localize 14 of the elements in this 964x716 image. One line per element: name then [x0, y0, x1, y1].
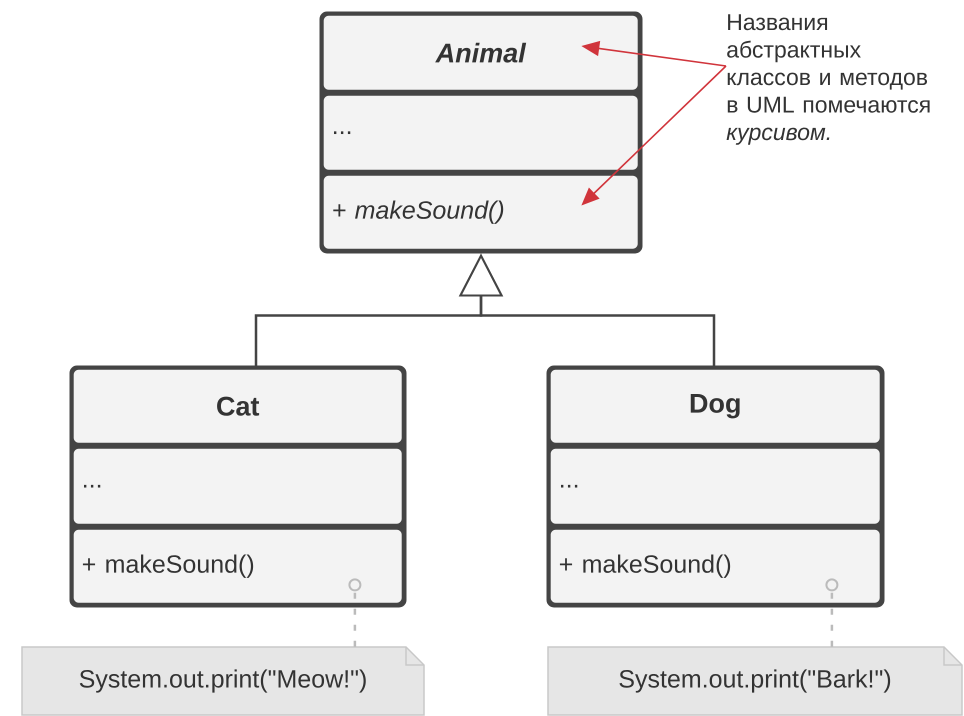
method-section: + makeSound(): [74, 530, 402, 603]
class-name-section: Dog: [550, 370, 880, 443]
attribute-section: ...: [74, 448, 402, 524]
attribute-section: ...: [324, 96, 638, 170]
note-connector: [825, 578, 838, 647]
note-box: System.out.print("Meow!"): [21, 646, 425, 716]
attribute-section: ...: [550, 448, 880, 524]
note-box: System.out.print("Bark!"): [547, 646, 963, 716]
note-connector: [348, 578, 362, 647]
method-section: + makeSound(): [550, 530, 880, 603]
class-name-section: Animal: [324, 16, 638, 90]
method-section: + makeSound(): [324, 176, 638, 249]
class-name-section: Cat: [74, 370, 402, 443]
annotation-text: Названия абстрактных классов и методов в UML помечаются курсивом.: [726, 14, 930, 145]
